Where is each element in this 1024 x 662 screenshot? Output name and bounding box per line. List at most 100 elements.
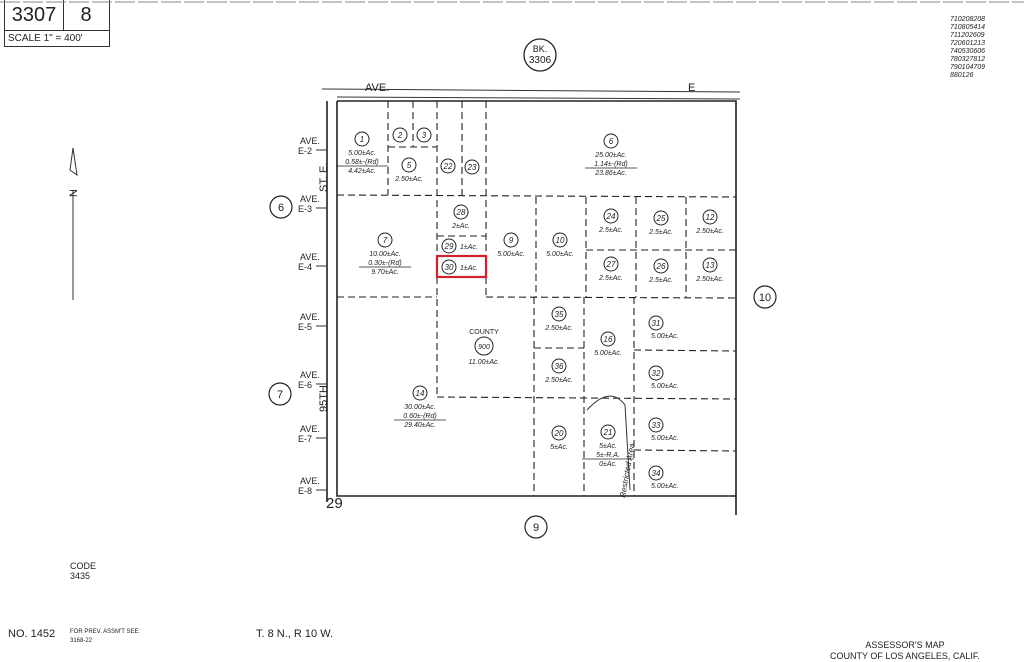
assessor-title: ASSESSOR'S MAP <box>865 640 945 650</box>
book-ref-badge: BK. 3306 <box>523 38 557 72</box>
parcel-number: 27 <box>606 260 616 269</box>
parcel-2[interactable]: 2 <box>392 127 408 143</box>
svg-text:E-4: E-4 <box>298 262 312 272</box>
parcel-3[interactable]: 3 <box>416 127 432 143</box>
parcel-1[interactable]: 15.00±Ac.0.58±-(Rd)4.42±Ac. <box>336 131 388 175</box>
parcel-number: 29 <box>444 242 454 251</box>
county-name: COUNTY OF LOS ANGELES, CALIF. <box>830 651 980 661</box>
parcel-24[interactable]: 242.5±Ac. <box>598 208 623 234</box>
revision-ref: 780327812 <box>950 56 986 63</box>
parcel-36[interactable]: 362.50±Ac. <box>544 358 573 384</box>
adjacent-page-west_upper[interactable]: 6 <box>269 195 293 219</box>
revision-ref: 720601213 <box>950 40 986 47</box>
svg-text:E-7: E-7 <box>298 434 312 444</box>
parcel-32[interactable]: 32 5.00±Ac. <box>648 365 679 390</box>
revision-ref: 790104709 <box>950 64 986 71</box>
parcel-35[interactable]: 35 2.50±Ac. <box>544 306 573 332</box>
parcel-10[interactable]: 105.00±Ac. <box>546 232 574 258</box>
map-scale: SCALE 1" = 400' <box>5 30 109 46</box>
svg-text:E-8: E-8 <box>298 486 312 496</box>
svg-text:AVE.: AVE. <box>300 312 320 322</box>
parcel-9[interactable]: 95.00±Ac. <box>497 232 525 258</box>
svg-text:AVE.: AVE. <box>300 370 320 380</box>
parcel-acreage: 1±Ac. <box>460 244 478 251</box>
ave-label: AVE.E-2 <box>298 136 327 156</box>
parcel-number: 32 <box>652 369 661 378</box>
parcel-13[interactable]: 132.50±Ac. <box>695 257 724 283</box>
parcel-acreage: 0.60±-(Rd) <box>403 413 436 420</box>
parcel-number: 6 <box>609 137 614 146</box>
parcel-31[interactable]: 315.00±Ac. <box>648 315 679 340</box>
parcel-33[interactable]: 33 5.00±Ac. <box>648 417 679 442</box>
parcel-23[interactable]: 23 <box>464 159 480 175</box>
parcel-5[interactable]: 52.50±Ac. <box>394 157 423 183</box>
ave-label: AVE.E-6 <box>298 370 327 390</box>
adjacent-page-east[interactable]: 10 <box>753 285 777 309</box>
parcel-34[interactable]: 345.00±Ac. <box>648 465 679 490</box>
parcel-acreage: 25.00±Ac. <box>594 152 627 159</box>
parcel-acreage: 2.50±Ac. <box>544 325 573 332</box>
parcel-28[interactable]: 282±Ac. <box>451 204 470 230</box>
parcel-6[interactable]: 625.00±Ac.1.14±-(Rd)23.86±Ac. <box>585 133 637 177</box>
parcel-acreage: 5.00±Ac. <box>651 383 679 390</box>
parcel-26[interactable]: 262.5±Ac. <box>648 258 673 284</box>
parcel-number: 22 <box>443 162 453 171</box>
restricted-area-arc <box>586 395 631 491</box>
svg-text:AVE.: AVE. <box>300 136 320 146</box>
parcel-number: 33 <box>652 421 661 430</box>
parcel-number: 36 <box>555 362 564 371</box>
tract-boundary <box>326 100 737 515</box>
parcel-25[interactable]: 252.5±Ac. <box>648 210 673 236</box>
parcel-acreage: 9.70±Ac. <box>371 269 399 276</box>
parcel-20[interactable]: 205±Ac. <box>550 425 568 451</box>
parcel-12[interactable]: 122.50±Ac. <box>695 209 724 235</box>
adjacent-page-west_lower[interactable]: 7 <box>268 382 292 406</box>
parcel-acreage: 29.40±Ac. <box>403 422 436 429</box>
parcel-acreage: 4.42±Ac. <box>348 168 376 175</box>
parcel-acreage: 0.30±-(Rd) <box>368 260 401 267</box>
adjacent-page-south[interactable]: 9 <box>524 515 548 539</box>
prev-ref: 3168-22 <box>70 638 93 644</box>
parcel-number: 10 <box>556 236 565 245</box>
ave-label: AVE.E-8 <box>298 476 327 496</box>
parcel-16[interactable]: 165.00±Ac. <box>594 331 622 357</box>
road-ave-e <box>321 88 741 100</box>
svg-text:AVE.: AVE. <box>300 252 320 262</box>
parcel-7[interactable]: 710.00±Ac.0.30±-(Rd)9.70±Ac. <box>359 232 411 276</box>
parcel-number: 24 <box>606 212 616 221</box>
assessor-title-block: ASSESSOR'S MAP COUNTY OF LOS ANGELES, CA… <box>820 640 990 662</box>
parcel-number: 20 <box>554 429 564 438</box>
parcel-number: 5 <box>407 161 412 170</box>
street-95th-label: 95TH <box>318 385 330 412</box>
parcel-27[interactable]: 272.5±Ac. <box>598 256 623 282</box>
parcel-number: 900 <box>478 344 490 351</box>
highlighted-parcel-box[interactable] <box>435 254 488 279</box>
parcel-number: 30 <box>445 263 454 272</box>
township-range: T. 8 N., R 10 W. <box>256 628 334 640</box>
parcel-22[interactable]: 22 <box>440 158 456 174</box>
parcel-acreage: 5.00±Ac. <box>651 435 679 442</box>
revision-ref: 710208208 <box>950 16 986 23</box>
ave-label: AVE.E-7 <box>298 424 327 444</box>
parcel-number: 35 <box>555 310 564 319</box>
parcel-29[interactable]: 29 1±Ac. <box>441 238 478 254</box>
svg-text:AVE.: AVE. <box>300 194 320 204</box>
book-ref-number: 3306 <box>529 55 552 66</box>
svg-text:E-6: E-6 <box>298 380 312 390</box>
ave-label: AVE.E-5 <box>298 312 327 332</box>
code-label: CODE <box>70 561 97 571</box>
lot-lines <box>336 101 737 496</box>
north-arrow-icon: N <box>68 147 80 300</box>
svg-text:E-3: E-3 <box>298 204 312 214</box>
parcel-number: 14 <box>416 389 425 398</box>
parcel-number: 28 <box>456 208 466 217</box>
parcel-acreage: 5±Ac. <box>599 443 617 450</box>
svg-text:10: 10 <box>759 292 771 304</box>
ave-label: AVE.E-3 <box>298 194 327 214</box>
parcel-21[interactable]: 215±Ac.5±-R.A.0±Ac. <box>582 424 634 468</box>
revision-ref: 740530606 <box>950 48 986 55</box>
